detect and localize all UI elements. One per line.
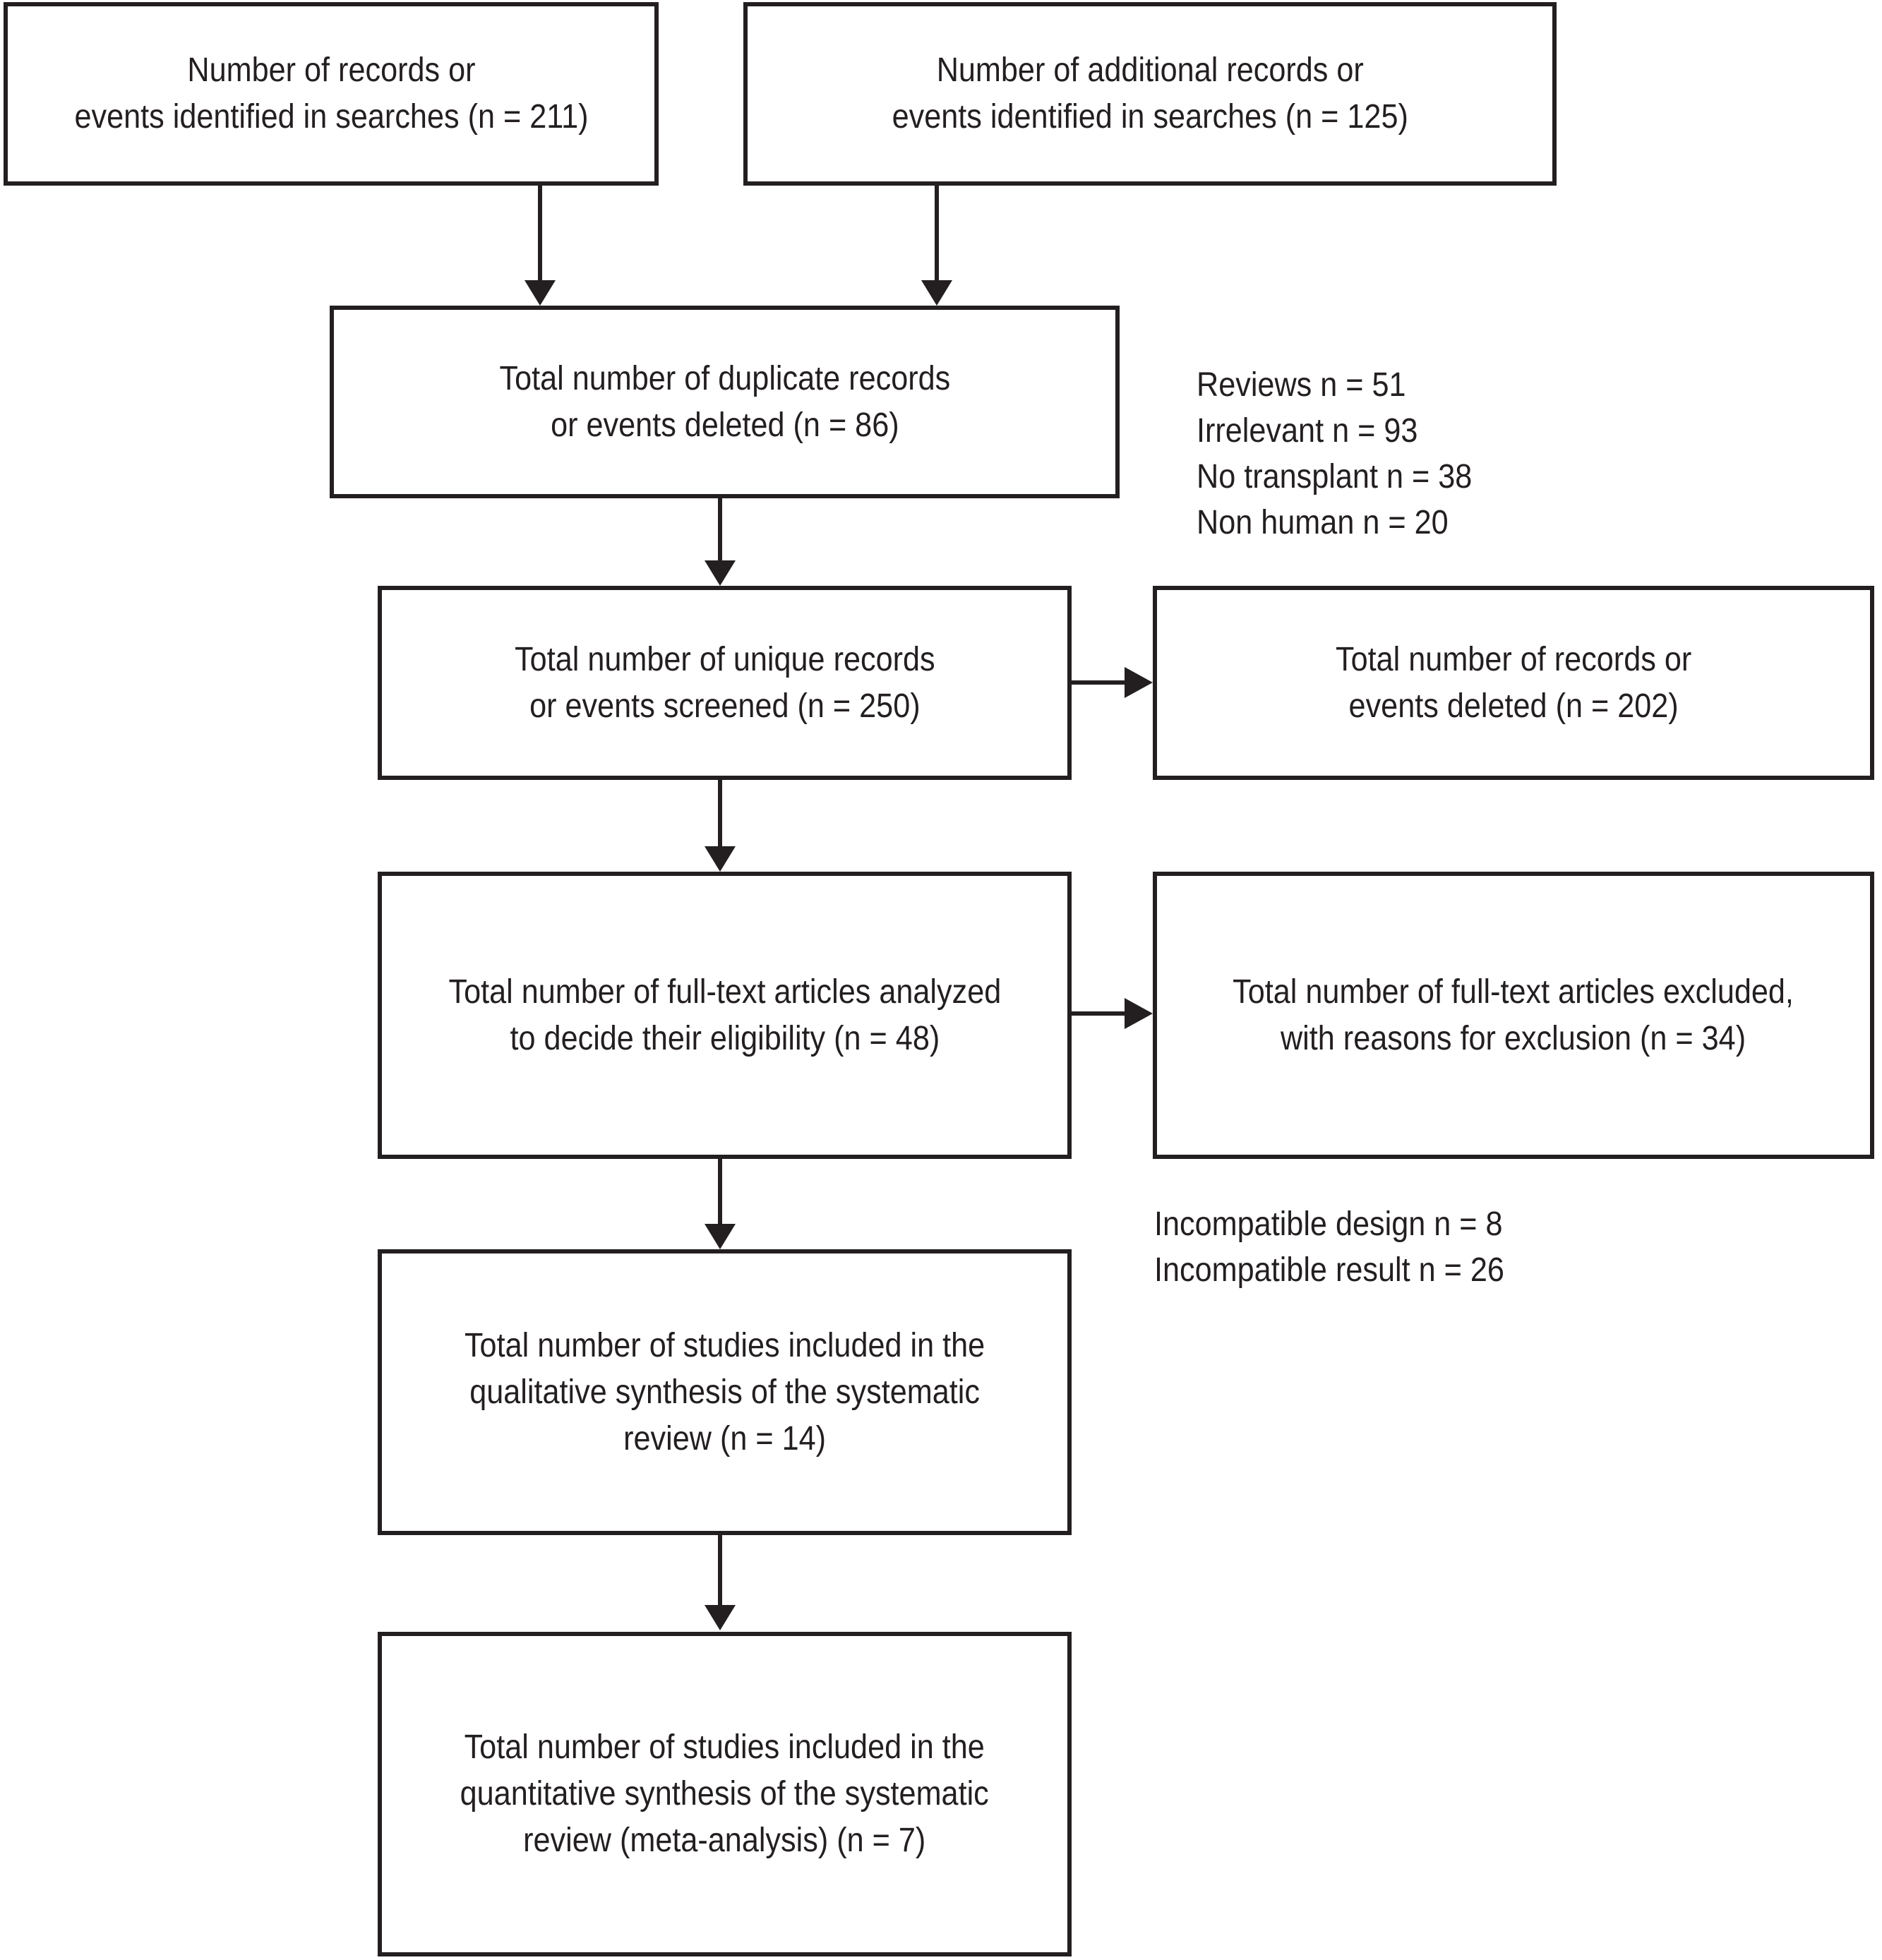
- arrow-analyzed-to-qualitative-head: [705, 1224, 736, 1249]
- arrow-analyzed-to-excluded-line: [1070, 1011, 1127, 1016]
- box-duplicates-deleted: Total number of duplicate records or eve…: [330, 306, 1120, 498]
- arrow-additional-to-duplicates-line: [935, 184, 939, 282]
- arrow-screened-to-analyzed-head: [705, 846, 736, 872]
- box-additional-records-text: Number of additional records or events i…: [892, 52, 1408, 136]
- arrow-duplicates-to-screened-line: [718, 497, 722, 565]
- box-records-deleted-text: Total number of records or events delete…: [1335, 640, 1692, 725]
- box-unique-screened: Total number of unique records or events…: [378, 586, 1072, 780]
- box-records-identified-text: Number of records or events identified i…: [73, 52, 589, 136]
- arrow-identified-to-duplicates-line: [538, 184, 542, 282]
- box-unique-screened-text: Total number of unique records or events…: [514, 640, 935, 725]
- arrow-identified-to-duplicates-head: [525, 280, 556, 306]
- arrow-screened-to-deleted-head: [1125, 667, 1153, 698]
- box-fulltext-analyzed-text: Total number of full-text articles analy…: [448, 973, 1001, 1057]
- box-quantitative-included-text: Total number of studies included in the …: [460, 1728, 990, 1859]
- box-qualitative-included-text: Total number of studies included in the …: [464, 1326, 985, 1457]
- box-additional-records: Number of additional records or events i…: [743, 2, 1557, 186]
- arrow-analyzed-to-excluded-head: [1125, 998, 1153, 1029]
- arrow-qualitative-to-quantitative-head: [705, 1605, 736, 1630]
- box-fulltext-analyzed: Total number of full-text articles analy…: [378, 872, 1072, 1159]
- box-fulltext-excluded-text: Total number of full-text articles exclu…: [1233, 973, 1794, 1057]
- arrow-screened-to-analyzed-line: [718, 778, 722, 849]
- arrow-additional-to-duplicates-head: [921, 280, 952, 306]
- box-records-deleted: Total number of records or events delete…: [1153, 586, 1874, 780]
- side-note-deletion-reasons: Reviews n = 51 Irrelevant n = 93 No tran…: [1197, 366, 1473, 541]
- arrow-duplicates-to-screened-head: [705, 560, 736, 586]
- box-quantitative-included: Total number of studies included in the …: [378, 1632, 1072, 1956]
- arrow-qualitative-to-quantitative-line: [718, 1534, 722, 1608]
- side-note-exclusion-reasons: Incompatible design n = 8 Incompatible r…: [1154, 1206, 1504, 1289]
- box-records-identified: Number of records or events identified i…: [4, 2, 659, 186]
- box-qualitative-included: Total number of studies included in the …: [378, 1249, 1072, 1535]
- arrow-screened-to-deleted-line: [1070, 680, 1127, 685]
- arrow-analyzed-to-qualitative-line: [718, 1158, 722, 1227]
- box-fulltext-excluded: Total number of full-text articles exclu…: [1153, 872, 1874, 1159]
- box-duplicates-deleted-text: Total number of duplicate records or eve…: [499, 359, 950, 444]
